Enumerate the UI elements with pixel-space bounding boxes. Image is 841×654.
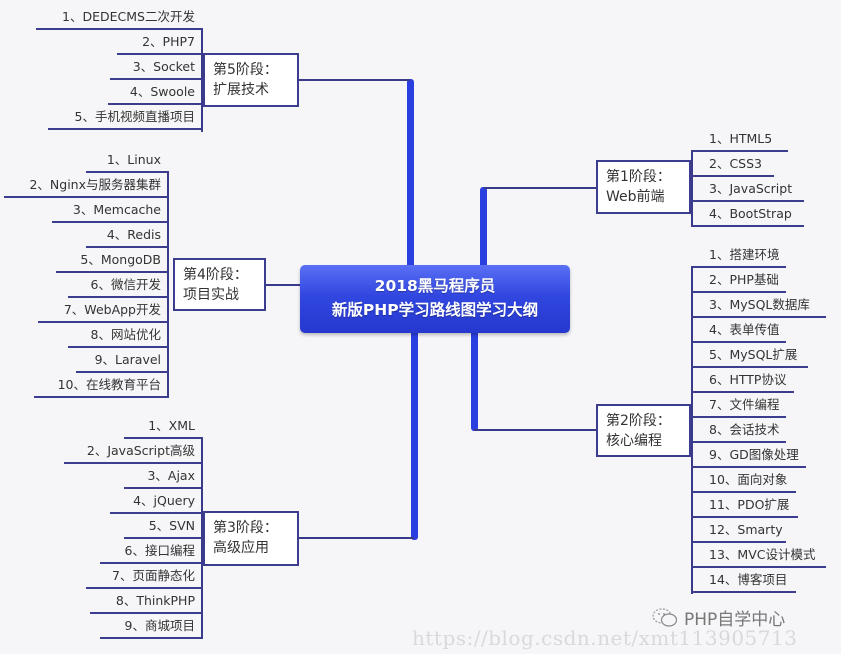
trunk-stage3-vertical	[411, 330, 418, 540]
stage2-item[interactable]: 8、会话技术	[691, 420, 786, 443]
stage4-bracket	[167, 171, 169, 397]
stage4-subtitle: 项目实战	[183, 287, 239, 303]
stage5-subtitle: 扩展技术	[213, 82, 269, 98]
stage5-item[interactable]: 5、手机视频直播项目	[48, 107, 203, 130]
stage2-item[interactable]: 10、面向对象	[691, 470, 796, 493]
stage2-item[interactable]: 3、MySQL数据库	[691, 295, 826, 318]
stage3-subtitle: 高级应用	[213, 540, 269, 556]
stage2-title: 第2阶段：	[606, 413, 671, 429]
stage4-title: 第4阶段：	[183, 267, 248, 283]
trunk-stage1-vertical	[480, 187, 487, 267]
stage2-node[interactable]: 第2阶段： 核心编程	[596, 404, 691, 457]
connector-stage1	[484, 187, 596, 189]
stage4-item[interactable]: 5、MongoDB	[56, 250, 169, 273]
stage1-item[interactable]: 1、HTML5	[691, 129, 788, 152]
stage4-item[interactable]: 1、Linux	[86, 150, 169, 173]
stage1-node[interactable]: 第1阶段： Web前端	[596, 160, 691, 214]
stage2-item[interactable]: 4、表单传值	[691, 320, 786, 343]
stage5-item[interactable]: 4、Swoole	[108, 82, 203, 105]
stage4-item[interactable]: 7、WebApp开发	[38, 300, 169, 323]
stage1-item[interactable]: 3、JavaScript	[691, 179, 804, 202]
stage1-item[interactable]: 4、BootStrap	[691, 204, 804, 227]
stage4-item[interactable]: 6、微信开发	[68, 275, 169, 298]
stage3-item[interactable]: 7、页面静态化	[86, 566, 203, 589]
connector-stage2	[474, 429, 596, 431]
stage3-node[interactable]: 第3阶段： 高级应用	[203, 511, 299, 566]
stage3-item[interactable]: 4、jQuery	[110, 491, 203, 514]
central-topic-line2: 新版PHP学习路线图学习大纲	[331, 301, 539, 319]
stage4-node[interactable]: 第4阶段： 项目实战	[173, 258, 266, 311]
stage2-item[interactable]: 11、PDO扩展	[691, 495, 798, 518]
stage5-node[interactable]: 第5阶段： 扩展技术	[203, 53, 299, 107]
stage1-bracket	[691, 150, 693, 227]
stage2-subtitle: 核心编程	[606, 433, 662, 449]
stage4-item[interactable]: 10、在线教育平台	[34, 375, 169, 398]
stage4-item[interactable]: 8、网站优化	[68, 325, 169, 348]
stage3-item[interactable]: 9、商城项目	[100, 616, 203, 639]
stage2-item[interactable]: 12、Smarty	[691, 520, 786, 543]
stage5-item[interactable]: 2、PHP7	[117, 32, 203, 55]
connector-stage3	[298, 537, 414, 539]
stage2-item[interactable]: 13、MVC设计模式	[691, 545, 826, 568]
stage1-subtitle: Web前端	[606, 189, 665, 205]
stage1-title: 第1阶段：	[606, 169, 671, 185]
connector-stage4	[265, 284, 301, 286]
stage5-item[interactable]: 1、DEDECMS二次开发	[36, 7, 203, 30]
stage3-item[interactable]: 2、JavaScript高级	[64, 441, 203, 464]
watermark-brand: PHP自学中心	[652, 605, 785, 630]
stage2-item[interactable]: 5、MySQL扩展	[691, 345, 808, 368]
stage5-bracket	[201, 28, 203, 132]
stage3-title: 第3阶段：	[213, 520, 278, 536]
stage3-item[interactable]: 3、Ajax	[124, 466, 203, 489]
stage2-item[interactable]: 6、HTTP协议	[691, 370, 794, 393]
stage3-item[interactable]: 1、XML	[124, 416, 203, 439]
stage4-item[interactable]: 3、Memcache	[52, 200, 169, 223]
stage5-item[interactable]: 3、Socket	[110, 57, 203, 80]
stage2-item[interactable]: 1、搭建环境	[691, 245, 786, 268]
watermark-url: https://blog.csdn.net/xmt113905713	[412, 626, 798, 650]
central-topic-line1: 2018黑马程序员	[374, 277, 496, 295]
stage4-item[interactable]: 2、Nginx与服务器集群	[4, 175, 169, 198]
stage2-item[interactable]: 7、文件编程	[691, 395, 786, 418]
stage2-bracket	[691, 267, 693, 594]
stage2-item[interactable]: 14、博客项目	[691, 570, 796, 593]
stage5-title: 第5阶段：	[213, 62, 278, 78]
stage3-item[interactable]: 6、接口编程	[100, 541, 203, 564]
central-topic-node[interactable]: 2018黑马程序员 新版PHP学习路线图学习大纲	[300, 265, 570, 333]
stage3-item[interactable]: 5、SVN	[124, 516, 203, 539]
stage2-item[interactable]: 2、PHP基础	[691, 270, 786, 293]
watermark-text: PHP自学中心	[684, 610, 786, 630]
wechat-icon	[652, 607, 678, 628]
connector-stage5	[298, 79, 410, 81]
stage4-item[interactable]: 9、Laravel	[76, 350, 169, 373]
stage3-item[interactable]: 8、ThinkPHP	[90, 591, 203, 614]
trunk-stage5-vertical	[407, 79, 414, 267]
stage2-item[interactable]: 9、GD图像处理	[691, 445, 806, 468]
stage4-item[interactable]: 4、Redis	[86, 225, 169, 248]
stage1-item[interactable]: 2、CSS3	[691, 154, 774, 177]
trunk-stage2-vertical	[471, 330, 478, 431]
